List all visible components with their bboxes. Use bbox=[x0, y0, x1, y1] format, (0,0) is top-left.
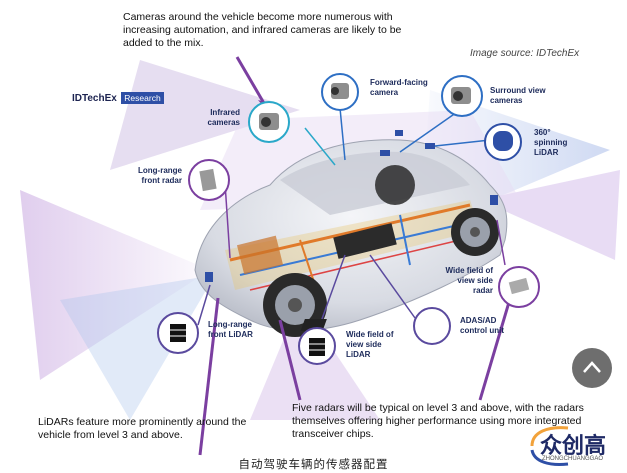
cameras-note: Cameras around the vehicle become more n… bbox=[123, 11, 402, 49]
spinning-lidar-icon bbox=[493, 131, 513, 151]
figure-caption: 自动驾驶车辆的传感器配置 bbox=[238, 459, 389, 471]
brand-logo: IDTechEx Research bbox=[72, 88, 164, 106]
watermark-logo: 众创高 ZHONGCHUANGGAO bbox=[528, 424, 624, 468]
chevron-up-icon bbox=[583, 361, 601, 373]
brand-name: IDTechEx bbox=[72, 93, 117, 104]
watermark-text: 众创高 bbox=[540, 433, 607, 458]
radars-note: Five radars will be typical on level 3 a… bbox=[292, 402, 584, 440]
front-radar-icon bbox=[199, 168, 217, 192]
sensor-callouts bbox=[157, 73, 540, 365]
image-source: Image source: IDTechEx bbox=[470, 48, 580, 59]
watermark-subtext: ZHONGCHUANGGAO bbox=[542, 456, 604, 462]
scroll-top-button[interactable] bbox=[572, 348, 612, 388]
adas-unit-callout bbox=[413, 307, 451, 345]
annotation-arrows bbox=[197, 56, 514, 456]
brand-tag: Research bbox=[121, 92, 164, 104]
front-lidar-icon bbox=[170, 324, 186, 342]
side-radar-icon bbox=[508, 277, 530, 295]
side-lidar-icon bbox=[309, 338, 325, 356]
lidars-note: LiDARs feature more prominently around t… bbox=[38, 416, 247, 441]
forward-camera-icon bbox=[331, 83, 349, 99]
